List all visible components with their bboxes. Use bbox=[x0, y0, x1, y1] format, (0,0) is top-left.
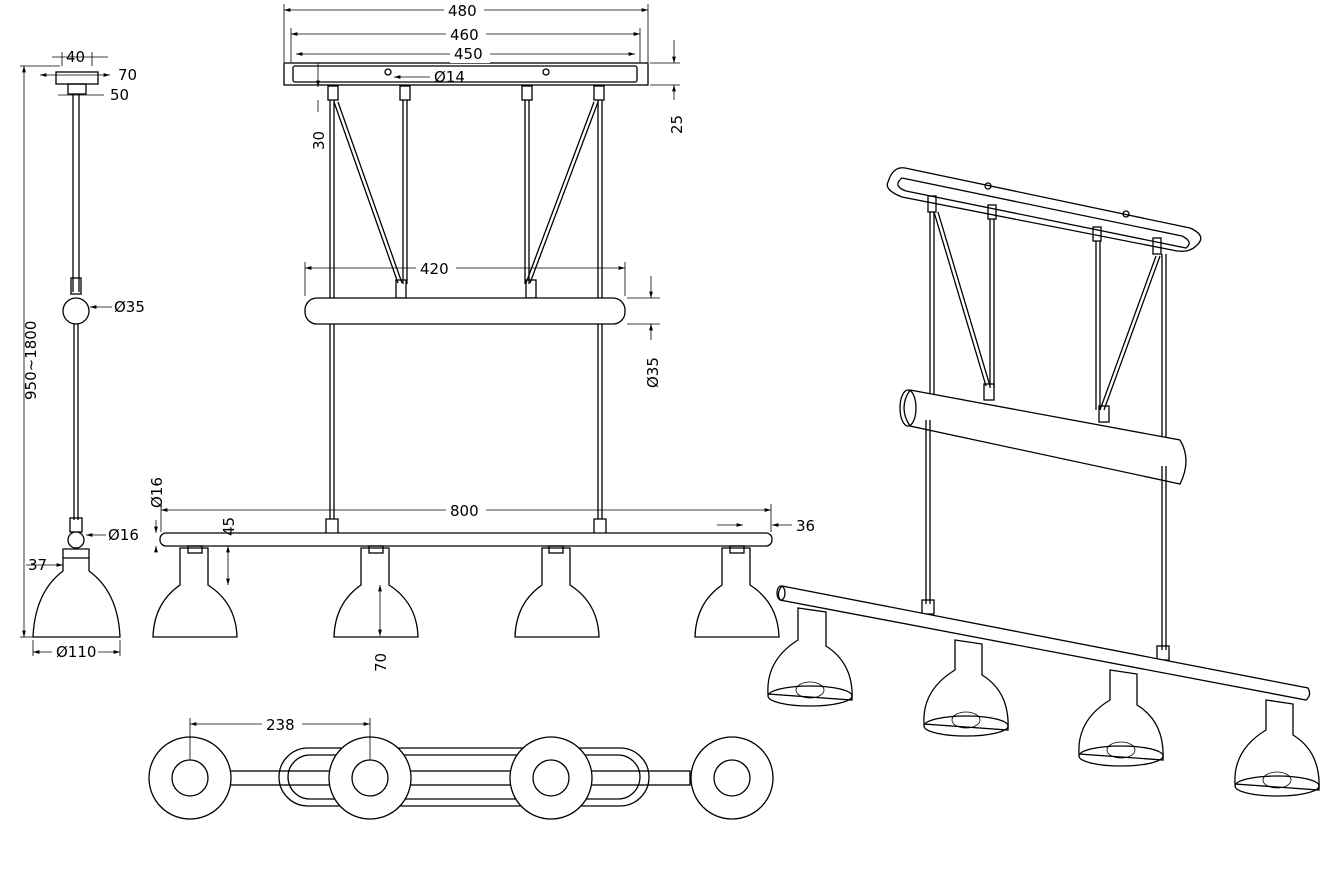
perspective-shades bbox=[767, 607, 1320, 797]
dim-upper-wire-drop: 30 bbox=[310, 131, 328, 150]
dim-shade-diameter: Ø110 bbox=[56, 643, 96, 661]
dim-canopy-height: 25 bbox=[668, 115, 686, 134]
dim-bar-end-offset: 36 bbox=[796, 517, 815, 535]
dim-shade-neck-height: 45 bbox=[220, 517, 238, 536]
dim-canopy-depth-inner: 50 bbox=[110, 86, 129, 104]
front-shades bbox=[152, 545, 780, 638]
perspective-view bbox=[767, 167, 1320, 797]
dim-spreader-length: 420 bbox=[420, 260, 449, 278]
dim-overall-height: 950~1800 bbox=[22, 321, 40, 400]
top-view: 238 bbox=[148, 715, 774, 820]
dim-bar-diameter-side: Ø16 bbox=[108, 526, 139, 544]
dim-shade-spacing: 238 bbox=[266, 716, 295, 734]
dim-canopy-depth-top: 40 bbox=[66, 48, 85, 66]
dim-canopy-length: 480 bbox=[448, 2, 477, 20]
dim-bar-diameter: Ø16 bbox=[148, 477, 166, 508]
dim-shade-neck-width: 37 bbox=[28, 556, 47, 574]
front-view: 480 460 450 Ø14 25 30 420 Ø35 800 bbox=[148, 1, 815, 672]
dim-shade-height: 70 bbox=[372, 653, 390, 672]
dim-side-ball-diameter: Ø35 bbox=[114, 298, 145, 316]
dim-canopy-mount-length: 450 bbox=[454, 45, 483, 63]
dim-spreader-diameter: Ø35 bbox=[644, 357, 662, 388]
dim-canopy-inner-length: 460 bbox=[450, 26, 479, 44]
dim-canopy-hole: Ø14 bbox=[434, 68, 465, 86]
dim-canopy-depth: 70 bbox=[118, 66, 137, 84]
dim-bar-length: 800 bbox=[450, 502, 479, 520]
side-view: 40 70 50 950~1800 Ø35 Ø16 37 Ø110 bbox=[20, 48, 145, 661]
